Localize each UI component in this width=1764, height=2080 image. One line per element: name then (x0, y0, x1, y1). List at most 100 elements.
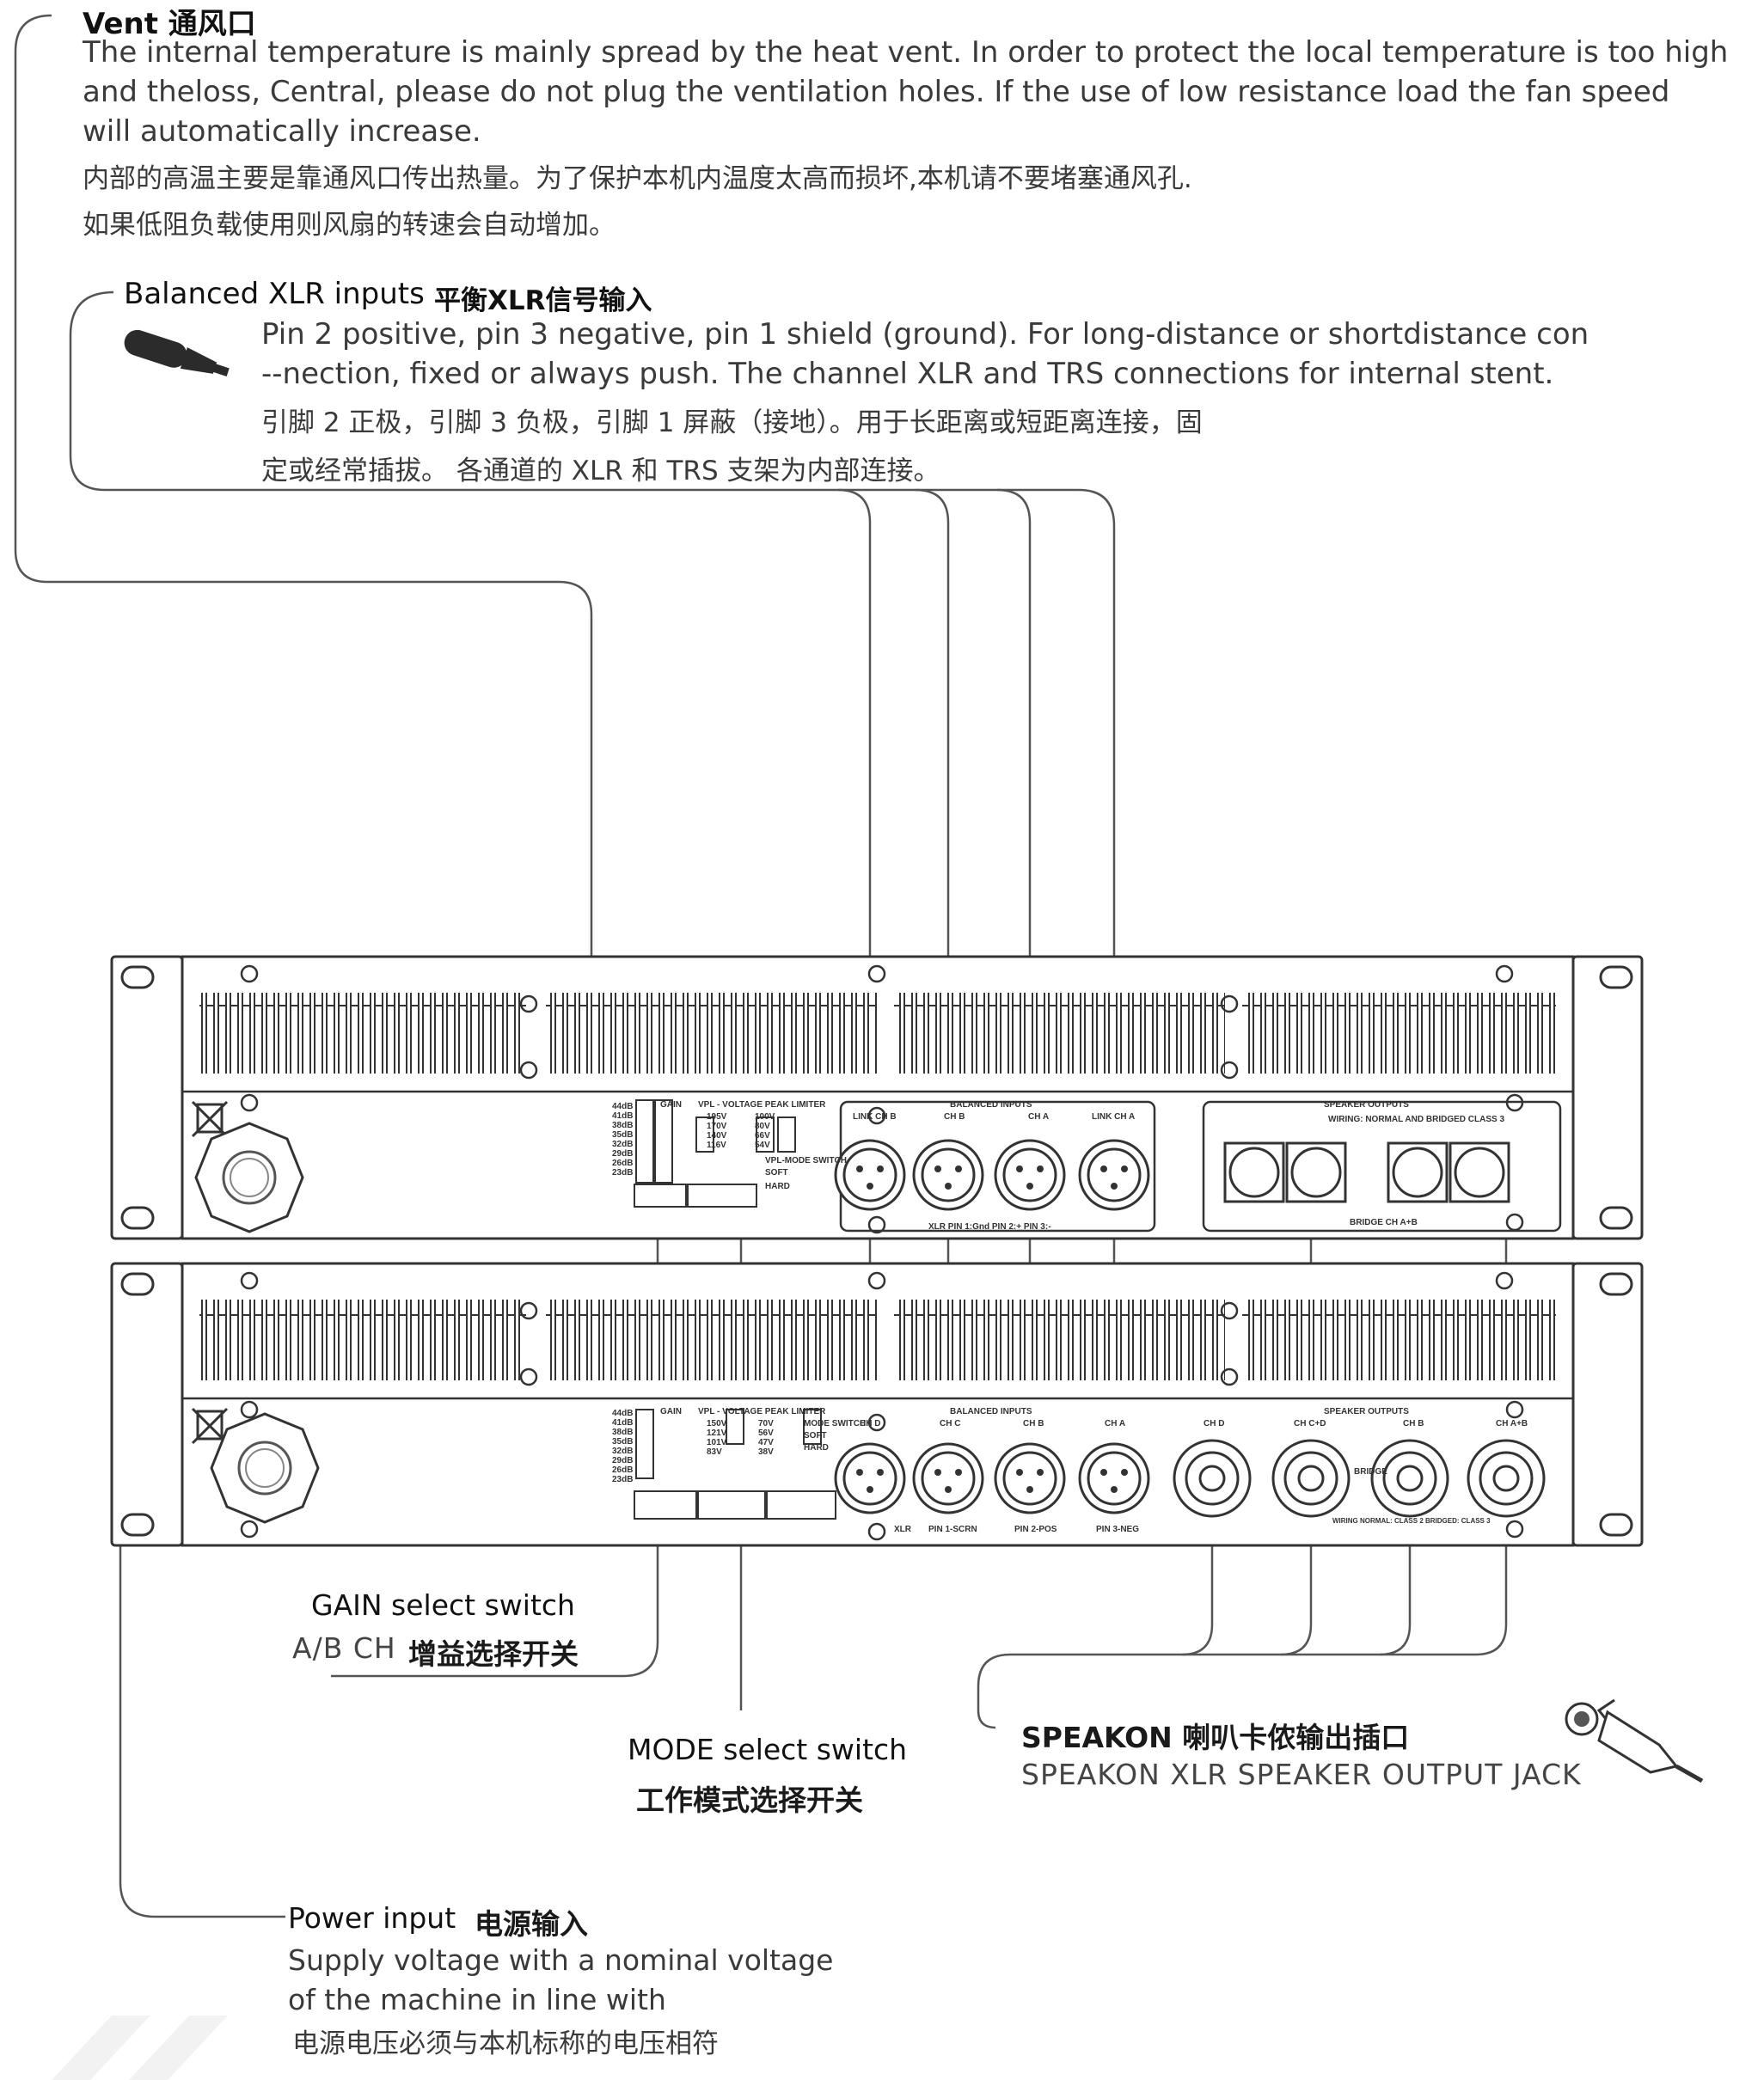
rack-ear-right (1571, 955, 1644, 1240)
panel-ch-a: CH A (1105, 1419, 1125, 1428)
speakon-socket (1223, 1141, 1510, 1203)
panel-ch-b: CH B (1023, 1419, 1044, 1428)
panel-wiring: WIRING: NORMAL AND BRIDGED CLASS 3 (1328, 1115, 1504, 1124)
panel-wiring: WIRING NORMAL: CLASS 2 BRIDGED: CLASS 3 (1332, 1517, 1491, 1525)
panel-vpl-value: 140V (707, 1131, 727, 1141)
panel-vpl-value: 101V (707, 1438, 727, 1447)
xlr-leader-line (69, 291, 872, 1526)
power-title-zh: 电源输入 (475, 1907, 588, 1941)
xlr-body-zh-2: 定或经常插拔。 各通道的 XLR 和 TRS 支架为内部连接。 (261, 456, 940, 486)
panel-vpl-value: 47V (758, 1438, 774, 1447)
screw (519, 1061, 538, 1080)
vent-grille (1242, 1300, 1556, 1380)
xlr-body-en-2: --nection, fixed or always push. The cha… (261, 357, 1554, 391)
vent-title: Vent 通风口 (83, 7, 256, 41)
dip-switch-bank-bottom (634, 1409, 836, 1520)
speakon-socket (1173, 1439, 1546, 1518)
screw (240, 964, 259, 983)
panel-gain-step: 32dB (612, 1140, 633, 1149)
panel-vpl-label: VPL - VOLTAGE PEAK LIMITER (698, 1100, 826, 1110)
panel-gain-step: 23dB (612, 1168, 633, 1178)
speakon-subtitle: SPEAKON XLR SPEAKER OUTPUT JACK (1021, 1758, 1582, 1791)
panel-vpl-value: 56V (758, 1428, 774, 1438)
panel-gain-step: 26dB (612, 1465, 633, 1475)
panel-gain-step: 29dB (612, 1456, 633, 1465)
panel-vpl-value: 38V (758, 1447, 774, 1457)
panel-vpl-value: 66V (755, 1131, 770, 1141)
panel-pin2: PIN 2-POS (1014, 1525, 1057, 1534)
panel-ch-a: CH A (1028, 1112, 1049, 1122)
panel-xlr-pins: XLR PIN 1:Gnd PIN 2:+ PIN 3:- (928, 1222, 1051, 1232)
panel-pin1: PIN 1-SCRN (928, 1525, 977, 1534)
panel-vpl-mode: VPL-MODE SWITCH (765, 1156, 847, 1165)
speakon-leader-line (977, 1491, 1214, 1729)
vent-body-en-2: and theloss, Central, please do not plug… (83, 75, 1670, 109)
rack-hole (120, 965, 155, 989)
speakon-plug-icon (1565, 1698, 1704, 1783)
panel-gain-step: 41dB (612, 1418, 633, 1428)
panel-bridge: BRIDGE CH A+B (1350, 1218, 1418, 1227)
panel-gain-step: 38dB (612, 1121, 633, 1130)
panel-spk-ch-cd: CH C+D (1294, 1419, 1326, 1428)
vent-grille (546, 1300, 877, 1380)
panel-ch-d: CH D (860, 1419, 880, 1428)
panel-vpl-value: 100V (755, 1112, 775, 1122)
panel-gain-label: GAIN (660, 1407, 682, 1416)
panel-gain-step: 41dB (612, 1111, 633, 1121)
panel-speaker-outputs: SPEAKER OUTPUTS (1324, 1407, 1409, 1416)
vent-body-en-3: will automatically increase. (83, 114, 481, 149)
panel-vpl-value: 70V (758, 1419, 774, 1428)
watermark-stripes (52, 2016, 228, 2080)
leader-lines (14, 14, 1508, 1918)
panel-gain-step: 35dB (612, 1437, 633, 1447)
panel-soft: SOFT (804, 1431, 827, 1441)
power-body-en-2: of the machine in line with (288, 1983, 666, 2016)
panel-gain-step: 32dB (612, 1447, 633, 1456)
vent-grille (199, 1300, 526, 1380)
panel-vpl-value: 83V (707, 1447, 722, 1457)
vent-body-zh-1: 内部的高温主要是靠通风口传出热量。为了保护本机内温度太高而损坏,本机请不要堵塞通… (83, 163, 1192, 194)
rack-hole (120, 1206, 155, 1230)
panel-vpl-label: VPL - VOLTAGE PEAK LIMITER (698, 1407, 826, 1416)
panel-spk-ch-b: CH B (1403, 1419, 1424, 1428)
panel-vpl-value: 121V (707, 1428, 727, 1438)
panel-bridge: BRIDGE (1354, 1467, 1387, 1477)
rack-hole (1599, 965, 1633, 989)
panel-spk-ch-d: CH D (1204, 1419, 1224, 1428)
screw (867, 964, 886, 983)
panel-vpl-value: 116V (707, 1141, 726, 1150)
panel-gain-step: 23dB (612, 1475, 633, 1484)
vent-grille (546, 993, 877, 1074)
panel-hard: HARD (804, 1443, 829, 1453)
panel-gain-step: 35dB (612, 1130, 633, 1140)
vent-leader-line (14, 14, 593, 1027)
xlr-plug-icon (124, 329, 230, 376)
screw (240, 1093, 259, 1112)
panel-pin3: PIN 3-NEG (1096, 1525, 1139, 1534)
xlr-title-zh: 平衡XLR信号输入 (434, 285, 652, 316)
panel-hard: HARD (765, 1182, 790, 1191)
screw (1220, 994, 1239, 1013)
gain-subtitle-a: A/B CH (292, 1631, 396, 1665)
vent-body-en-1: The internal temperature is mainly sprea… (83, 35, 1729, 70)
gain-leader-line (331, 1190, 659, 1678)
gain-subtitle-zh: 增益选择开关 (408, 1637, 579, 1671)
panel-spk-ch-ab: CH A+B (1496, 1419, 1528, 1428)
screw (519, 994, 538, 1013)
rack-hole (1599, 1206, 1633, 1230)
speakon-title: SPEAKON 喇叭卡侬输出插口 (1021, 1721, 1410, 1754)
rack-ear-left (110, 955, 184, 1240)
panel-xlr: XLR (894, 1525, 912, 1534)
panel-vpl-value: 170V (707, 1122, 727, 1131)
screw (867, 1106, 886, 1125)
vent-body-zh-2: 如果低阻负载使用则风扇的转速会自动增加。 (83, 210, 616, 241)
screw (867, 1215, 886, 1234)
mode-title-zh: 工作模式选择开关 (636, 1783, 863, 1817)
power-body-zh: 电源电压必须与本机标称的电压相符 (292, 2028, 719, 2059)
power-inlet-bottom (210, 1412, 320, 1524)
panel-gain-label: GAIN (660, 1100, 682, 1110)
panel-gain-step: 38dB (612, 1428, 633, 1437)
panel-gain-step: 26dB (612, 1159, 633, 1168)
xlr-title: Balanced XLR inputs (124, 277, 425, 311)
